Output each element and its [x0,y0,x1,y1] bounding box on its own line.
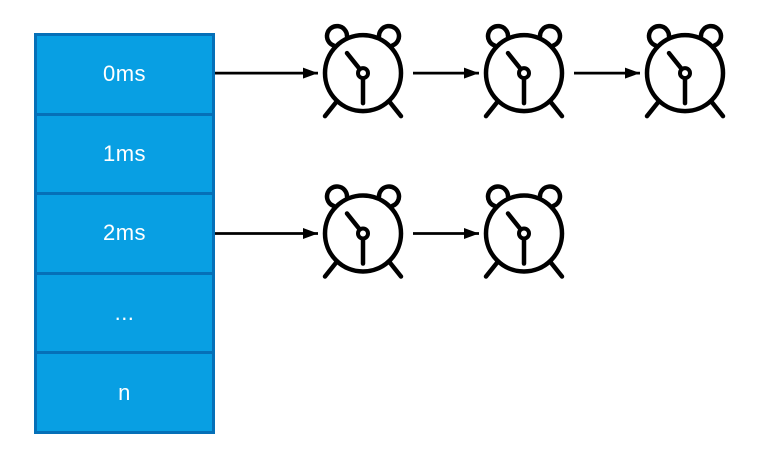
slot-label: 0ms [102,61,147,87]
alarm-clock-icon [483,23,565,119]
slot-cell: 2ms [37,192,212,272]
slot-label: 1ms [102,140,147,166]
slot-label: 2ms [102,220,147,246]
timer-chain [215,184,565,279]
slot-table: 0ms 1ms 2ms... n [34,33,215,434]
slot-label: ... [114,300,135,326]
timer-chain [215,23,726,119]
alarm-clock-icon [322,23,404,119]
alarm-clock-icon [644,23,726,119]
slot-cell: n [37,351,212,431]
slot-cell: ... [37,271,212,352]
slot-cell: 1ms [37,112,212,193]
slot-cell: 0ms [37,36,212,113]
slot-label: n [118,379,131,405]
alarm-clock-icon [483,184,565,279]
alarm-clock-icon [322,184,404,279]
